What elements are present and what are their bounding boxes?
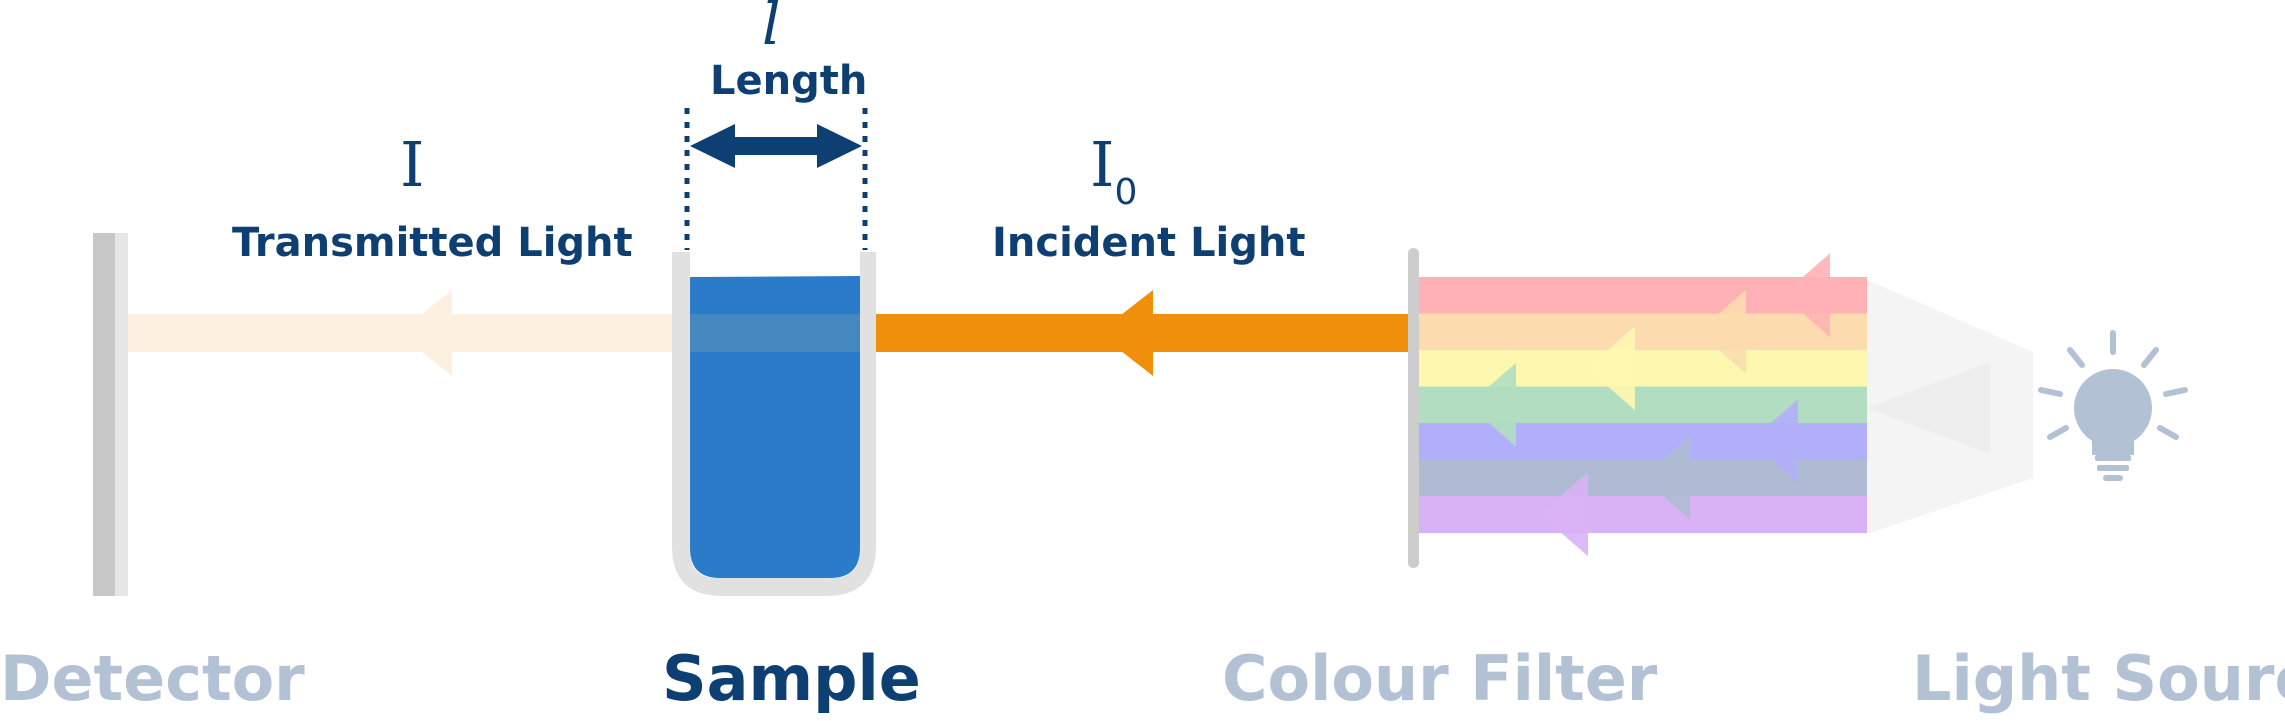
transmitted-beam bbox=[128, 290, 688, 376]
incident-subscript: 0 bbox=[1114, 172, 1138, 213]
detector-label: Detector bbox=[0, 642, 305, 715]
arrowhead-icon bbox=[1750, 399, 1798, 484]
arrowhead-icon bbox=[398, 290, 452, 376]
detector-plate bbox=[93, 233, 128, 596]
spectrum-band-yellow bbox=[1419, 350, 1867, 388]
transmitted-label: Transmitted Light bbox=[232, 220, 633, 266]
incident-label: Incident Light bbox=[992, 220, 1306, 266]
arrowhead-icon bbox=[1540, 472, 1588, 557]
spectrum-band-blue bbox=[1419, 423, 1867, 461]
double-arrow-icon bbox=[690, 124, 862, 168]
arrowhead-icon bbox=[1468, 362, 1516, 447]
arrowhead-icon bbox=[1642, 435, 1690, 520]
colour-filter-plate bbox=[1408, 248, 1419, 568]
beam-through-sample bbox=[690, 314, 860, 352]
spectrum-band-orange bbox=[1419, 313, 1867, 351]
arrowhead-icon bbox=[1098, 290, 1153, 376]
incident-beam bbox=[876, 290, 1422, 376]
spectrum-band-violet bbox=[1419, 496, 1867, 534]
incident-symbol-letter: I bbox=[1090, 128, 1115, 201]
colour-filter-label: Colour Filter bbox=[1222, 642, 1658, 715]
arrowhead-icon bbox=[1698, 289, 1746, 374]
length-symbol: l bbox=[762, 0, 781, 58]
arrowhead-icon bbox=[1867, 362, 1990, 454]
length-label: Length bbox=[710, 58, 868, 104]
arrowhead-icon bbox=[1587, 326, 1635, 411]
sample-label: Sample bbox=[662, 642, 921, 715]
spectrum-bands bbox=[1419, 253, 1867, 557]
light-source-label: Light Source bbox=[1912, 642, 2285, 715]
arrowhead-icon bbox=[1782, 253, 1830, 338]
lightbulb-icon bbox=[2038, 330, 2188, 481]
length-indicator bbox=[684, 108, 868, 250]
transmitted-symbol: I bbox=[400, 128, 425, 201]
sample-cuvette bbox=[672, 252, 876, 596]
incident-symbol: I0 bbox=[1090, 128, 1137, 213]
